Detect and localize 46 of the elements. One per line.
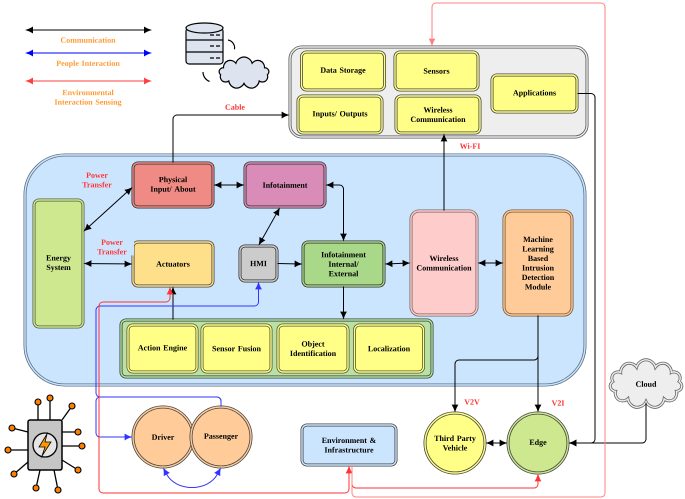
module-box: Sensor Fusion (200, 324, 272, 374)
legend-text: Communication (60, 37, 116, 43)
arrow (486, 440, 506, 446)
edge-label: Wi-FI (458, 142, 482, 150)
module-box: Energy System (32, 198, 84, 328)
arrow (452, 314, 538, 412)
module-box: Physical Input/ About (132, 162, 214, 208)
arrow (258, 208, 280, 245)
module-box: Infotainment (244, 162, 326, 208)
arrow (170, 288, 176, 320)
arrow (84, 188, 132, 231)
arrow (478, 260, 502, 266)
module-box: Localization (353, 324, 425, 374)
arrow (440, 134, 448, 212)
legend-text: Environmental Interaction Sensing (54, 90, 122, 106)
edge-label: V2V (463, 398, 481, 406)
arrow (98, 288, 352, 494)
module-box: Environment & Infrastructure (300, 424, 398, 466)
module-box: Infotainment Internal/ External (302, 240, 386, 288)
arrow (163, 468, 221, 488)
arrow (276, 260, 302, 267)
edge-label: Power Transfer (75, 172, 119, 188)
module-box: Wireless Communication (410, 210, 478, 316)
edge-label: Cable (224, 103, 246, 111)
module-box: Inputs/ Outputs (296, 94, 384, 134)
module-box: Sensors (394, 50, 480, 92)
module-box: Object Identification (276, 324, 350, 374)
arrow (386, 260, 410, 267)
edge-label: Power Transfer (90, 238, 134, 256)
arrow (570, 402, 646, 446)
arrow (84, 260, 132, 267)
module-box: HMI (238, 244, 278, 282)
module-box: Actuators (132, 240, 214, 288)
module-box: Action Engine (126, 324, 198, 374)
module-box: Data Storage (300, 50, 386, 92)
arrow (214, 182, 244, 188)
module-box: Wireless Communication (394, 94, 482, 134)
module-box: Machine Learning Based Intrusion Detection Module (502, 210, 574, 316)
arrow (172, 112, 288, 164)
module-box: Applications (490, 74, 578, 114)
arrow (340, 286, 347, 318)
arrow (326, 182, 347, 240)
arrow (352, 2, 606, 498)
arrow (96, 396, 222, 440)
legend-text: People Interaction (56, 60, 120, 68)
edge-label: V2I (550, 399, 566, 407)
